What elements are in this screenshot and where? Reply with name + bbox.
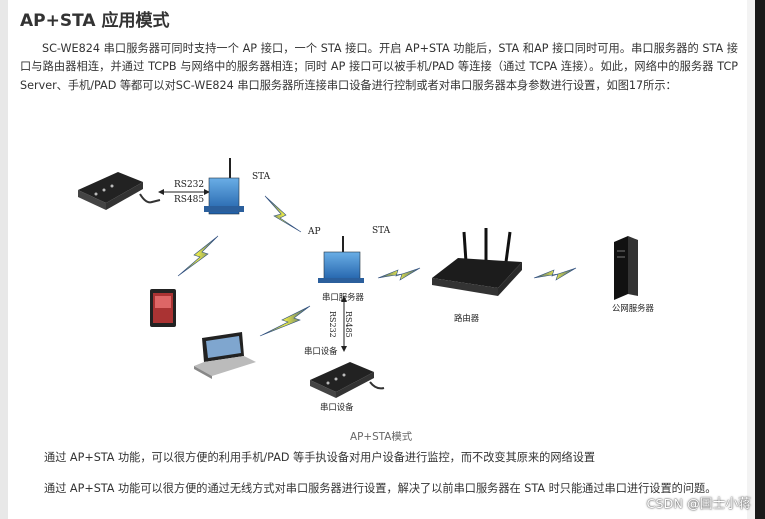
ap-label: AP	[308, 227, 321, 237]
public-server-label: 公网服务器	[612, 303, 654, 313]
wireless-link-icon	[377, 267, 421, 281]
intro-paragraph: SC-WE824 串口服务器可同时支持一个 AP 接口，一个 STA 接口。开启…	[20, 42, 738, 92]
serial-device-bottom-icon	[310, 362, 385, 398]
public-server-icon	[614, 236, 638, 300]
sta-top-label: STA	[252, 172, 271, 182]
router-label: 路由器	[454, 313, 480, 323]
paragraph-configuration: 通过 AP+STA 功能可以很方便的通过无线方式对串口服务器进行设置，解决了以前…	[44, 482, 717, 495]
rs485-label: RS485	[174, 195, 205, 205]
router-icon	[432, 228, 522, 296]
section-title: AP+STA 应用模式	[20, 11, 170, 31]
vertical-rs485-label: RS485	[344, 311, 353, 338]
laptop-icon	[194, 332, 256, 379]
right-scrollbar[interactable]	[755, 0, 765, 519]
wireless-link-icon	[533, 267, 577, 281]
vertical-rs232-label: RS232	[328, 311, 337, 338]
sta-mid-label: STA	[372, 226, 391, 236]
ap-sta-diagram	[78, 158, 638, 398]
serial-server-main-icon	[318, 236, 364, 283]
rs232-label: RS232	[174, 180, 205, 190]
tablet-icon	[150, 289, 176, 327]
serial-device-top-icon	[78, 172, 161, 210]
paragraph-monitoring: 通过 AP+STA 功能，可以很方便的利用手机/PAD 等手执设备对用户设备进行…	[44, 451, 596, 464]
right-gutter	[747, 0, 755, 519]
serial-server-top-icon	[204, 158, 244, 215]
serial-device-label-1: 串口设备	[304, 346, 338, 356]
serial-device-label-2: 串口设备	[320, 402, 354, 412]
article-content: AP+STA 应用模式 SC-WE824 串口服务器可同时支持一个 AP 接口，…	[18, 0, 738, 519]
serial-server-label: 串口服务器	[322, 292, 364, 302]
wireless-link-icon	[264, 195, 302, 233]
csdn-watermark: CSDN @国士小蒋	[646, 497, 751, 512]
wireless-link-icon	[177, 235, 219, 277]
wireless-link-icon	[259, 305, 311, 337]
figure-caption: AP+STA模式	[350, 431, 413, 443]
left-frame	[0, 0, 8, 519]
